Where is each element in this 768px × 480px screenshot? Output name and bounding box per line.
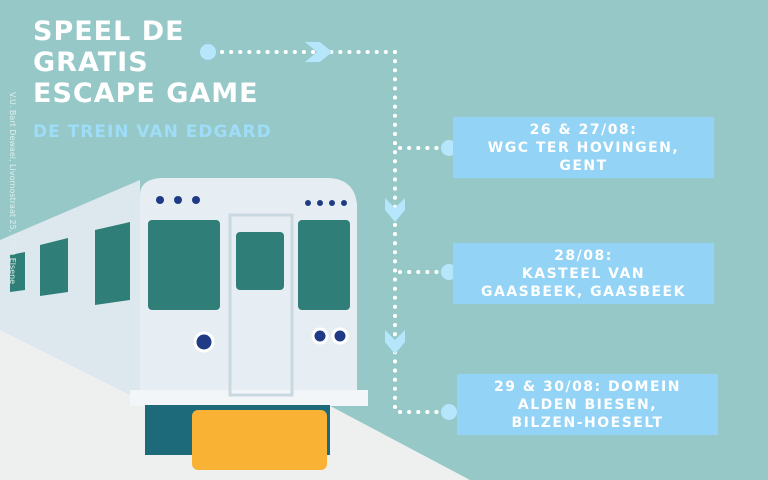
location-name: KASTEEL VAN [521, 265, 646, 282]
location-date: 29 & 30/08: DOMEIN [494, 378, 681, 395]
headline: SPEEL DE GRATIS ESCAPE GAME [33, 16, 259, 109]
publisher-note: V.U. Bart Dewael, Livornostraat 25, 1050… [8, 92, 17, 285]
location-date: 26 & 27/08: [529, 121, 638, 138]
train-illustration [0, 178, 368, 470]
arrow-right-icon [305, 42, 332, 62]
headline-line: SPEEL DE [33, 16, 185, 47]
subtitle: DE TREIN VAN EDGARD [33, 122, 272, 142]
location-name: ALDEN BIESEN, [517, 396, 658, 413]
location-city: BILZEN-HOESELT [511, 414, 664, 431]
headline-line: ESCAPE GAME [33, 78, 259, 109]
location-name: WGC TER HOVINGEN, [487, 139, 680, 156]
location-city: GAASBEEK, GAASBEEK [481, 283, 686, 300]
location-date: 28/08: [554, 247, 613, 264]
headline-line: GRATIS [33, 47, 149, 78]
location-city: GENT [559, 157, 608, 174]
arrow-down-icon [385, 198, 405, 222]
location-box: 26 & 27/08:WGC TER HOVINGEN,GENT [453, 117, 714, 178]
timeline-start-dot [200, 44, 216, 60]
arrow-down-icon [385, 330, 405, 354]
timeline-dot [441, 404, 457, 420]
